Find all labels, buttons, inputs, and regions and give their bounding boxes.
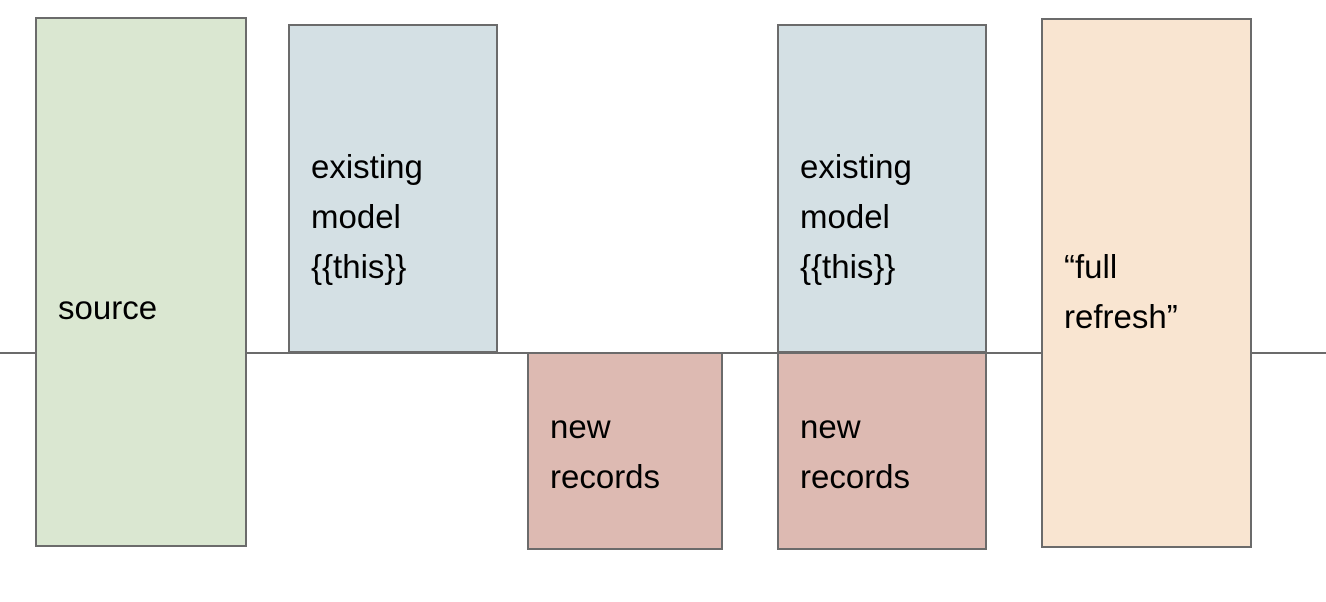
block-existing-model-right[interactable]: existing model {{this}}: [777, 24, 987, 353]
block-existing-model-left-label: existing model {{this}}: [311, 148, 423, 285]
block-existing-model-right-label: existing model {{this}}: [800, 148, 912, 285]
block-new-records-left-label: new records: [550, 408, 661, 495]
block-new-records-left[interactable]: new records: [527, 352, 723, 550]
block-source[interactable]: source: [35, 17, 247, 547]
block-source-label: source: [58, 289, 158, 326]
block-new-records-right-label: new records: [800, 408, 911, 495]
block-full-refresh-label: “full refresh”: [1064, 248, 1178, 335]
block-existing-model-left[interactable]: existing model {{this}}: [288, 24, 498, 353]
block-new-records-right[interactable]: new records: [777, 352, 987, 550]
block-full-refresh[interactable]: “full refresh”: [1041, 18, 1252, 548]
